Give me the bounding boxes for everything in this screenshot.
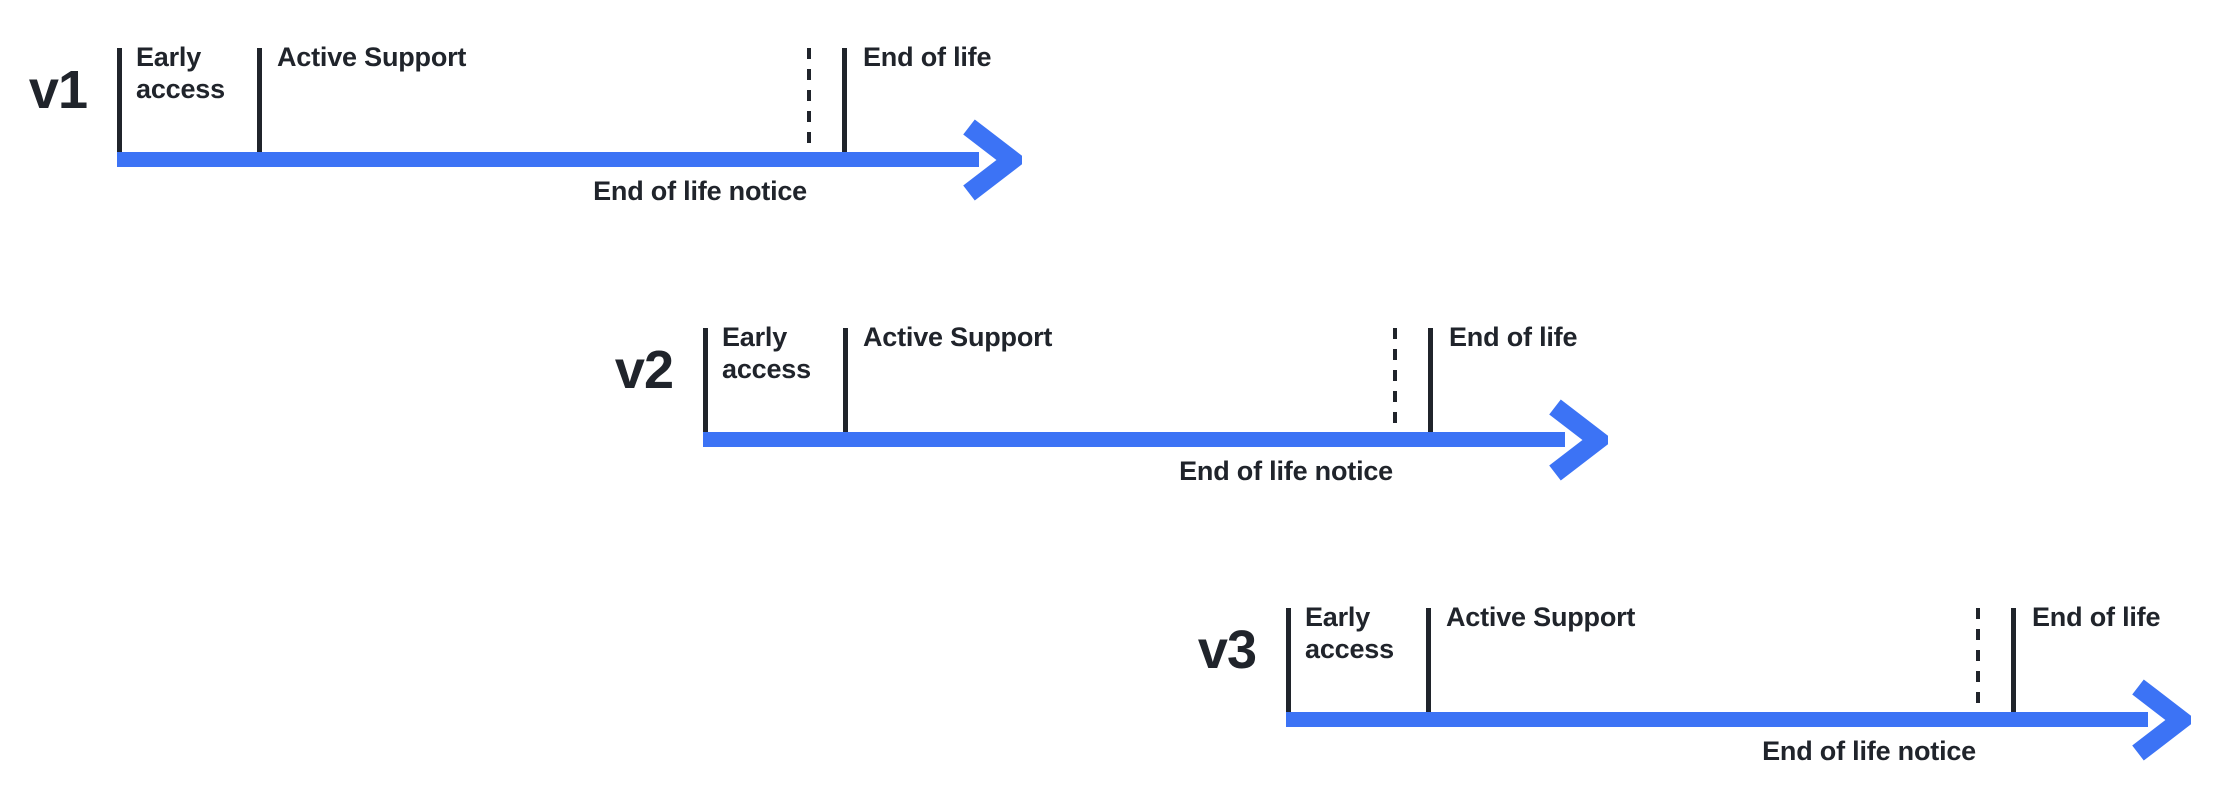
arrowhead-icon <box>1549 399 1608 481</box>
timeline-arrow-bar <box>117 152 979 167</box>
end-of-life-tick <box>2011 608 2016 713</box>
end-of-life-notice-label: End of life notice <box>593 176 807 206</box>
active-support-start-tick <box>1426 608 1431 713</box>
end-of-life-notice-dashed-tick <box>1393 328 1397 430</box>
active-support-start-tick <box>257 48 262 153</box>
version-label: v3 <box>1197 620 1257 680</box>
end-of-life-label: End of life <box>863 42 992 72</box>
active-support-label: Active Support <box>277 42 467 72</box>
arrowhead-icon <box>2132 679 2191 761</box>
early-access-label: Early access <box>722 322 811 384</box>
active-support-label: Active Support <box>863 322 1053 352</box>
early-access-label: Early access <box>1305 602 1394 664</box>
end-of-life-notice-dashed-tick <box>1976 608 1980 710</box>
end-of-life-tick <box>1428 328 1433 433</box>
timeline-arrow-bar <box>1286 712 2148 727</box>
early-access-start-tick <box>703 328 708 433</box>
end-of-life-label: End of life <box>1449 322 1578 352</box>
early-access-start-tick <box>117 48 122 153</box>
active-support-label: Active Support <box>1446 602 1636 632</box>
version-label: v2 <box>614 340 674 400</box>
version-label: v1 <box>28 60 88 120</box>
early-access-label: Early access <box>136 42 225 104</box>
end-of-life-notice-dashed-tick <box>807 48 811 150</box>
end-of-life-tick <box>842 48 847 153</box>
early-access-start-tick <box>1286 608 1291 713</box>
active-support-start-tick <box>843 328 848 433</box>
end-of-life-notice-label: End of life notice <box>1762 736 1976 766</box>
end-of-life-label: End of life <box>2032 602 2161 632</box>
arrowhead-icon <box>963 119 1022 201</box>
timeline-arrow-bar <box>703 432 1565 447</box>
end-of-life-notice-label: End of life notice <box>1179 456 1393 486</box>
